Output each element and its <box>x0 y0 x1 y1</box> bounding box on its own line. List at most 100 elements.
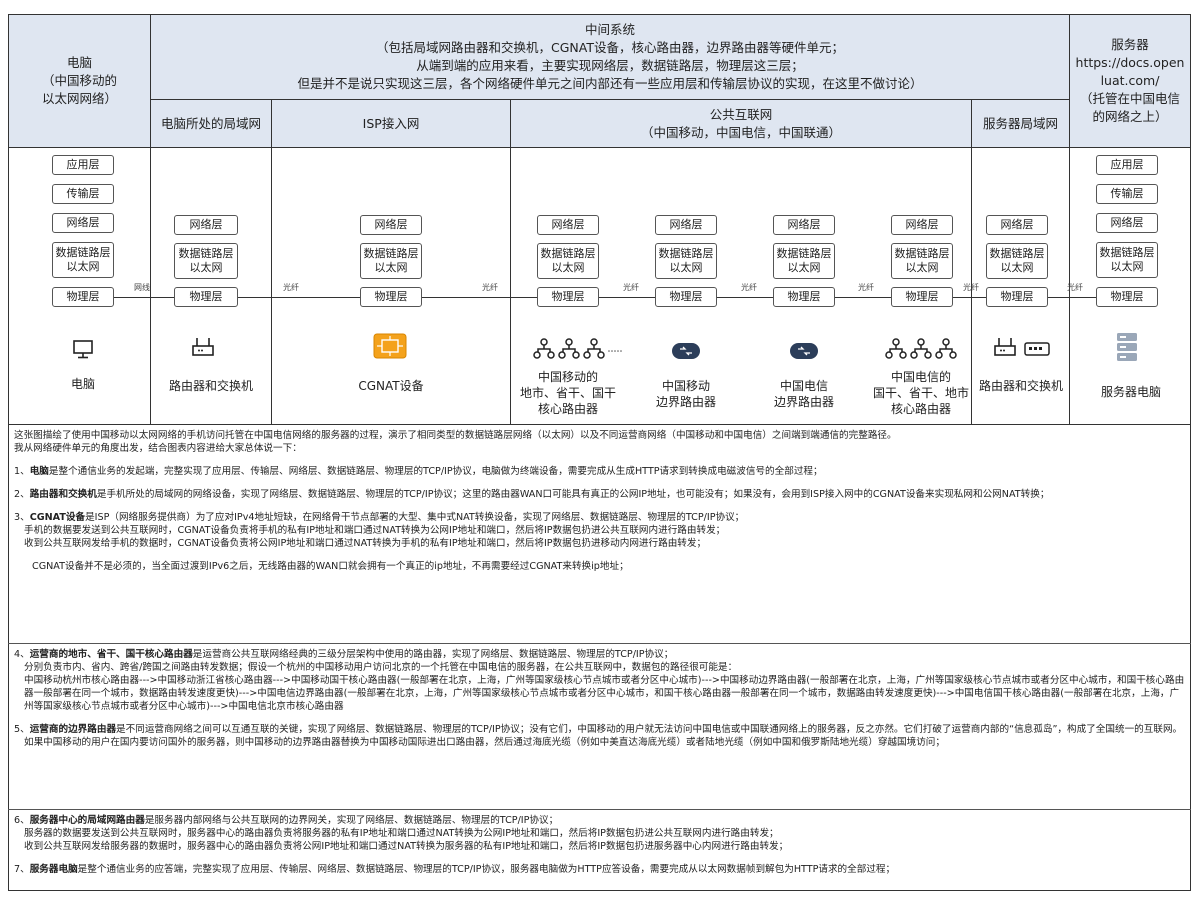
server-router-network-layer: 网络层 <box>986 215 1048 235</box>
ct-core-physical-layer: 物理层 <box>891 287 953 307</box>
divider <box>971 148 972 425</box>
intro-line: 这张图描绘了使用中国移动以太网网络的手机访问托管在中国电信网络的服务器的过程，演… <box>14 430 897 441</box>
header-isp-label: ISP接入网 <box>362 115 420 131</box>
cm-border-network-layer: 网络层 <box>655 215 717 235</box>
core-routers-icon <box>533 338 622 359</box>
server-app-layer: 应用层 <box>1096 155 1158 175</box>
header-server-lan-label: 服务器局域网 <box>982 115 1058 131</box>
header-lan-label: 电脑所处的局域网 <box>160 115 261 131</box>
ct-border-network-layer: 网络层 <box>773 215 835 235</box>
cgnat-network-layer: 网络层 <box>360 215 422 235</box>
note-server-router: 6、服务器中心的局域网路由器是服务器内部网络与公共互联网的边界网关，实现了网络层… <box>14 815 559 826</box>
device-label-server-router: 路由器和交换机 <box>978 379 1063 393</box>
server-datalink-layer: 数据链路层 以太网 <box>1096 242 1158 278</box>
server-physical-layer: 物理层 <box>1096 287 1158 307</box>
divider <box>510 148 511 425</box>
notes-block-3: 6、服务器中心的局域网路由器是服务器内部网络与公共互联网的边界网关，实现了网络层… <box>8 810 1191 882</box>
device-label-router: 路由器和交换机 <box>168 379 253 393</box>
header-pc: 电脑 （中国移动的 以太网网络） <box>8 14 151 148</box>
device-label-server: 服务器电脑 <box>1100 385 1161 399</box>
device-label-cgnat: CGNAT设备 <box>358 379 424 393</box>
cm-border-datalink-layer: 数据链路层 以太网 <box>655 243 717 279</box>
device-label-cm-border: 中国移动 边界路由器 <box>655 379 716 409</box>
router-icon <box>192 338 214 356</box>
header-middle-label: 中间系统 （包括局域网路由器和交换机，CGNAT设备，核心路由器，边界路由器等硬… <box>297 22 923 91</box>
device-label-ct-core: 中国电信的 国干、省干、地市 核心路由器 <box>872 370 969 416</box>
pc-datalink-layer: 数据链路层 以太网 <box>52 242 114 278</box>
divider <box>8 424 1191 425</box>
device-label-pc: 电脑 <box>70 377 95 391</box>
cm-border-physical-layer: 物理层 <box>655 287 717 307</box>
header-public-label: 公共互联网 （中国移动，中国电信，中国联通） <box>640 106 841 140</box>
note-core-router-line: 中国移动杭州市核心路由器--->中国移动浙江省核心路由器--->中国移动国干核心… <box>24 675 1185 712</box>
border-router-icon <box>790 343 818 359</box>
header-pc-label: 电脑 （中国移动的 以太网网络） <box>41 55 117 106</box>
pc-transport-layer: 传输层 <box>52 184 114 204</box>
header-isp: ISP接入网 <box>271 99 511 148</box>
note-pc: 1、电脑是整个通信业务的发起端，完整实现了应用层、传输层、网络层、数据链路层、物… <box>14 466 823 477</box>
note-cgnat-line: 手机的数据要发送到公共互联网时，CGNAT设备负责将手机的私有IP地址和端口通过… <box>24 525 726 536</box>
ct-border-datalink-layer: 数据链路层 以太网 <box>773 243 835 279</box>
cgnat-physical-layer: 物理层 <box>360 287 422 307</box>
link-fiber-label: 光纤 <box>623 283 639 292</box>
router-icon <box>994 338 1016 356</box>
note-core-router: 4、运营商的地市、省干、国干核心路由器是运营商公共互联网络经典的三级分层架构中使… <box>14 649 674 660</box>
cgnat-device-icon <box>373 333 407 359</box>
server-network-layer: 网络层 <box>1096 213 1158 233</box>
ct-border-physical-layer: 物理层 <box>773 287 835 307</box>
cgnat-datalink-layer: 数据链路层 以太网 <box>360 243 422 279</box>
divider <box>1069 148 1070 425</box>
device-label-cm-core: 中国移动的 地市、省干、国干 核心路由器 <box>519 370 616 416</box>
divider <box>150 148 151 425</box>
ct-core-datalink-layer: 数据链路层 以太网 <box>891 243 953 279</box>
notes-section: 这张图描绘了使用中国移动以太网网络的手机访问托管在中国电信网络的服务器的过程，演… <box>8 425 1191 882</box>
header-public-internet: 公共互联网 （中国移动，中国电信，中国联通） <box>510 99 972 148</box>
lan-router-datalink-layer: 数据链路层 以太网 <box>174 243 238 279</box>
note-server-router-line: 收到公共互联网发给服务器的数据时，服务器中心的路由器负责将公网IP地址和端口通过… <box>24 841 789 852</box>
divider <box>271 148 272 425</box>
header-server-label: 服务器 https://docs.open luat.com/ （托管在中国电信… <box>1075 37 1185 124</box>
link-fiber-label: 光纤 <box>1067 283 1083 292</box>
link-fiber-label: 光纤 <box>858 283 874 292</box>
pc-app-layer: 应用层 <box>52 155 114 175</box>
link-ethernet-label: 网线 <box>134 283 150 292</box>
cm-core-datalink-layer: 数据链路层 以太网 <box>537 243 599 279</box>
pc-network-layer: 网络层 <box>52 213 114 233</box>
header-server: 服务器 https://docs.open luat.com/ （托管在中国电信… <box>1069 14 1191 148</box>
server-router-physical-layer: 物理层 <box>986 287 1048 307</box>
intro-line: 我从网络硬件单元的角度出发，结合图表内容进给大家总体说一下： <box>14 443 302 454</box>
note-cgnat-line: 收到公共互联网发给手机的数据时，CGNAT设备负责将公网IP地址和端口通过NAT… <box>24 538 707 549</box>
header-lan: 电脑所处的局域网 <box>150 99 272 148</box>
ct-core-network-layer: 网络层 <box>891 215 953 235</box>
note-server: 7、服务器电脑是整个通信业务的应答端，完整实现了应用层、传输层、网络层、数据链路… <box>14 864 896 875</box>
server-icon <box>1117 333 1137 361</box>
note-router: 2、路由器和交换机是手机所处的局域网的网络设备，实现了网络层、数据链路层、物理层… <box>14 489 1050 500</box>
switch-icon <box>1024 342 1050 356</box>
link-fiber-label: 光纤 <box>283 283 299 292</box>
server-transport-layer: 传输层 <box>1096 184 1158 204</box>
link-fiber-label: 光纤 <box>482 283 498 292</box>
header-middle-system: 中间系统 （包括局域网路由器和交换机，CGNAT设备，核心路由器，边界路由器等硬… <box>150 14 1070 100</box>
note-border-router: 5、运营商的边界路由器是不同运营商网络之间可以互通互联的关键，实现了网络层、数据… <box>14 724 1183 735</box>
pc-physical-layer: 物理层 <box>52 287 114 307</box>
note-cgnat: 3、CGNAT设备是ISP（网络服务提供商）为了应对IPv4地址短缺，在网络骨干… <box>14 512 745 523</box>
link-fiber-label: 光纤 <box>963 283 979 292</box>
link-fiber-label: 光纤 <box>741 283 757 292</box>
device-label-ct-border: 中国电信 边界路由器 <box>773 379 834 409</box>
note-cgnat-line: CGNAT设备并不是必须的，当全面过渡到IPv6之后，无线路由器的WAN口就会拥… <box>32 561 629 572</box>
cm-core-network-layer: 网络层 <box>537 215 599 235</box>
monitor-icon <box>73 340 93 359</box>
cm-core-physical-layer: 物理层 <box>537 287 599 307</box>
notes-block-1: 这张图描绘了使用中国移动以太网网络的手机访问托管在中国电信网络的服务器的过程，演… <box>8 425 1191 644</box>
lan-router-physical-layer: 物理层 <box>174 287 238 307</box>
notes-block-2: 4、运营商的地市、省干、国干核心路由器是运营商公共互联网络经典的三级分层架构中使… <box>8 644 1191 810</box>
note-server-router-line: 服务器的数据要发送到公共互联网时，服务器中心的路由器负责将服务器的私有IP地址和… <box>24 828 779 839</box>
note-border-router-line: 如果中国移动的用户在国内要访问国外的服务器，则中国移动的边界路由器替换为中国移动… <box>24 737 945 748</box>
lan-router-network-layer: 网络层 <box>174 215 238 235</box>
server-router-datalink-layer: 数据链路层 以太网 <box>986 243 1048 279</box>
physical-link-line <box>108 297 1108 298</box>
note-core-router-line: 分别负责市内、省内、跨省/跨国之间路由转发数据；假设一个杭州的中国移动用户访问北… <box>24 662 738 673</box>
core-routers-icon <box>885 338 957 359</box>
header-server-lan: 服务器局域网 <box>971 99 1070 148</box>
border-router-icon <box>672 343 700 359</box>
